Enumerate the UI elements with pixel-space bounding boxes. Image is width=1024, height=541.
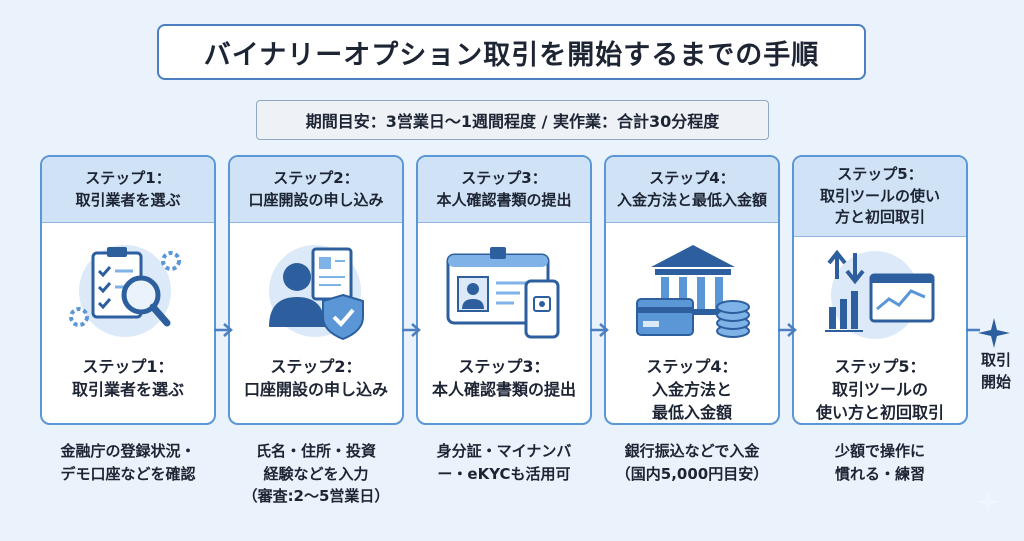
step-4-description-line-1: 銀行振込などで入金 <box>624 442 760 460</box>
sparkle-icon <box>976 490 1000 514</box>
step-1-description-line-2: デモ口座などを確認 <box>60 464 196 483</box>
step-1-description: 金融庁の登録状況・ デモ口座などを確認 <box>38 440 218 485</box>
checklist-magnifier-gear-icon <box>42 235 214 347</box>
step-2-description-line-2: 経験などを入力 <box>263 464 369 483</box>
step-4-subtitle-line-3: 最低入金額 <box>651 403 732 423</box>
start-trading-line-1: 取引 <box>980 351 1011 369</box>
page-title: バイナリーオプション取引を開始するまでの手順 <box>157 24 866 80</box>
step-3-description-line-1: 身分証・マイナンバ <box>436 442 572 460</box>
step-1-header: ステップ1： 取引業者を選ぶ <box>42 157 214 223</box>
step-5-subtitle-line-3: 使い方と初回取引 <box>815 403 944 423</box>
step-4-header: ステップ4： 入金方法と最低入金額 <box>606 157 778 223</box>
start-trading-label: 取引 開始 <box>972 350 1020 394</box>
arrow-right-icon <box>402 323 421 337</box>
step-5-description: 少額で操作に 慣れる・練習 <box>790 440 970 485</box>
period-text: 期間目安：3営業日〜1週間程度 / 実作業：合計30分程度 <box>305 112 720 131</box>
step-2-subtitle: ステップ2： 口座開設の申し込み <box>230 355 402 401</box>
step-1-header-line-2: 取引業者を選ぶ <box>75 190 181 209</box>
step-card-3: ステップ3： 本人確認書類の提出 ステップ3： 本人確認書類の提出 <box>416 155 592 425</box>
step-3-subtitle: ステップ3： 本人確認書類の提出 <box>418 355 590 401</box>
step-5-description-line-1: 少額で操作に <box>834 442 925 460</box>
step-3-subtitle-line-1: ステップ3： <box>458 357 550 376</box>
step-5-subtitle: ステップ5： 取引ツールの 使い方と初回取引 <box>794 355 966 423</box>
step-4-header-line-1: ステップ4： <box>649 168 735 187</box>
step-3-subtitle-line-2: 本人確認書類の提出 <box>431 380 576 400</box>
step-4-description-line-2: （国内5,000円目安） <box>615 464 769 483</box>
arrow-right-icon <box>778 323 797 337</box>
step-1-subtitle: ステップ1： 取引業者を選ぶ <box>42 355 214 401</box>
step-card-2: ステップ2： 口座開設の申し込み ステップ2： 口座開設の申し込み <box>228 155 404 425</box>
sparkle-icon <box>978 318 1010 348</box>
step-3-description: 身分証・マイナンバ ー・eKYCも活用可 <box>414 440 594 485</box>
step-1-description-line-1: 金融庁の登録状況・ <box>60 442 196 460</box>
step-2-description-line-1: 氏名・住所・投資 <box>255 442 376 460</box>
step-5-header-line-3: 方と初回取引 <box>834 208 925 227</box>
step-4-subtitle-line-2: 入金方法と <box>651 380 732 400</box>
id-card-smartphone-icon <box>418 235 590 347</box>
step-1-header-line-1: ステップ1： <box>85 168 171 187</box>
step-1-subtitle-line-2: 取引業者を選ぶ <box>71 380 184 400</box>
step-card-5: ステップ5： 取引ツールの使い 方と初回取引 ステップ5： 取引ツールの 使い方… <box>792 155 968 425</box>
step-2-header: ステップ2： 口座開設の申し込み <box>230 157 402 223</box>
bank-card-coins-icon <box>606 235 778 347</box>
step-1-subtitle-line-1: ステップ1： <box>82 357 174 376</box>
step-5-header-line-2: 取引ツールの使い <box>819 186 940 205</box>
step-5-description-line-2: 慣れる・練習 <box>834 464 925 483</box>
step-card-4: ステップ4： 入金方法と最低入金額 ステップ4： 入金方法と 最低入金額 <box>604 155 780 425</box>
step-5-subtitle-line-1: ステップ5： <box>834 357 926 376</box>
start-trading-line-2: 開始 <box>980 372 1011 391</box>
step-2-subtitle-line-1: ステップ2： <box>270 357 362 376</box>
person-document-shield-icon <box>230 235 402 347</box>
arrow-right-icon <box>590 323 609 337</box>
step-3-header: ステップ3： 本人確認書類の提出 <box>418 157 590 223</box>
step-4-header-line-2: 入金方法と最低入金額 <box>616 190 767 209</box>
step-5-header: ステップ5： 取引ツールの使い 方と初回取引 <box>794 157 966 237</box>
period-summary: 期間目安：3営業日〜1週間程度 / 実作業：合計30分程度 <box>256 100 769 140</box>
step-2-header-line-2: 口座開設の申し込み <box>248 190 384 209</box>
step-card-1: ステップ1： 取引業者を選ぶ ステップ1： 取引業者を選ぶ <box>40 155 216 425</box>
arrow-right-icon <box>214 323 233 337</box>
connector-line <box>966 328 980 332</box>
step-4-subtitle-line-1: ステップ4： <box>646 357 738 376</box>
step-2-header-line-1: ステップ2： <box>273 168 359 187</box>
step-3-description-line-2: ー・eKYCも活用可 <box>437 464 571 483</box>
step-2-subtitle-line-2: 口座開設の申し込み <box>243 380 388 400</box>
step-2-description-line-3: （審査:2〜5営業日） <box>242 487 390 505</box>
step-2-description: 氏名・住所・投資 経験などを入力 （審査:2〜5営業日） <box>226 440 406 508</box>
step-5-header-line-1: ステップ5： <box>837 164 923 183</box>
step-4-description: 銀行振込などで入金 （国内5,000円目安） <box>602 440 782 485</box>
step-3-header-line-2: 本人確認書類の提出 <box>436 190 572 209</box>
title-text: バイナリーオプション取引を開始するまでの手順 <box>203 39 820 71</box>
step-4-subtitle: ステップ4： 入金方法と 最低入金額 <box>606 355 778 423</box>
trading-chart-arrows-icon <box>794 243 966 347</box>
step-3-header-line-1: ステップ3： <box>461 168 547 187</box>
step-5-subtitle-line-2: 取引ツールの <box>831 380 928 400</box>
